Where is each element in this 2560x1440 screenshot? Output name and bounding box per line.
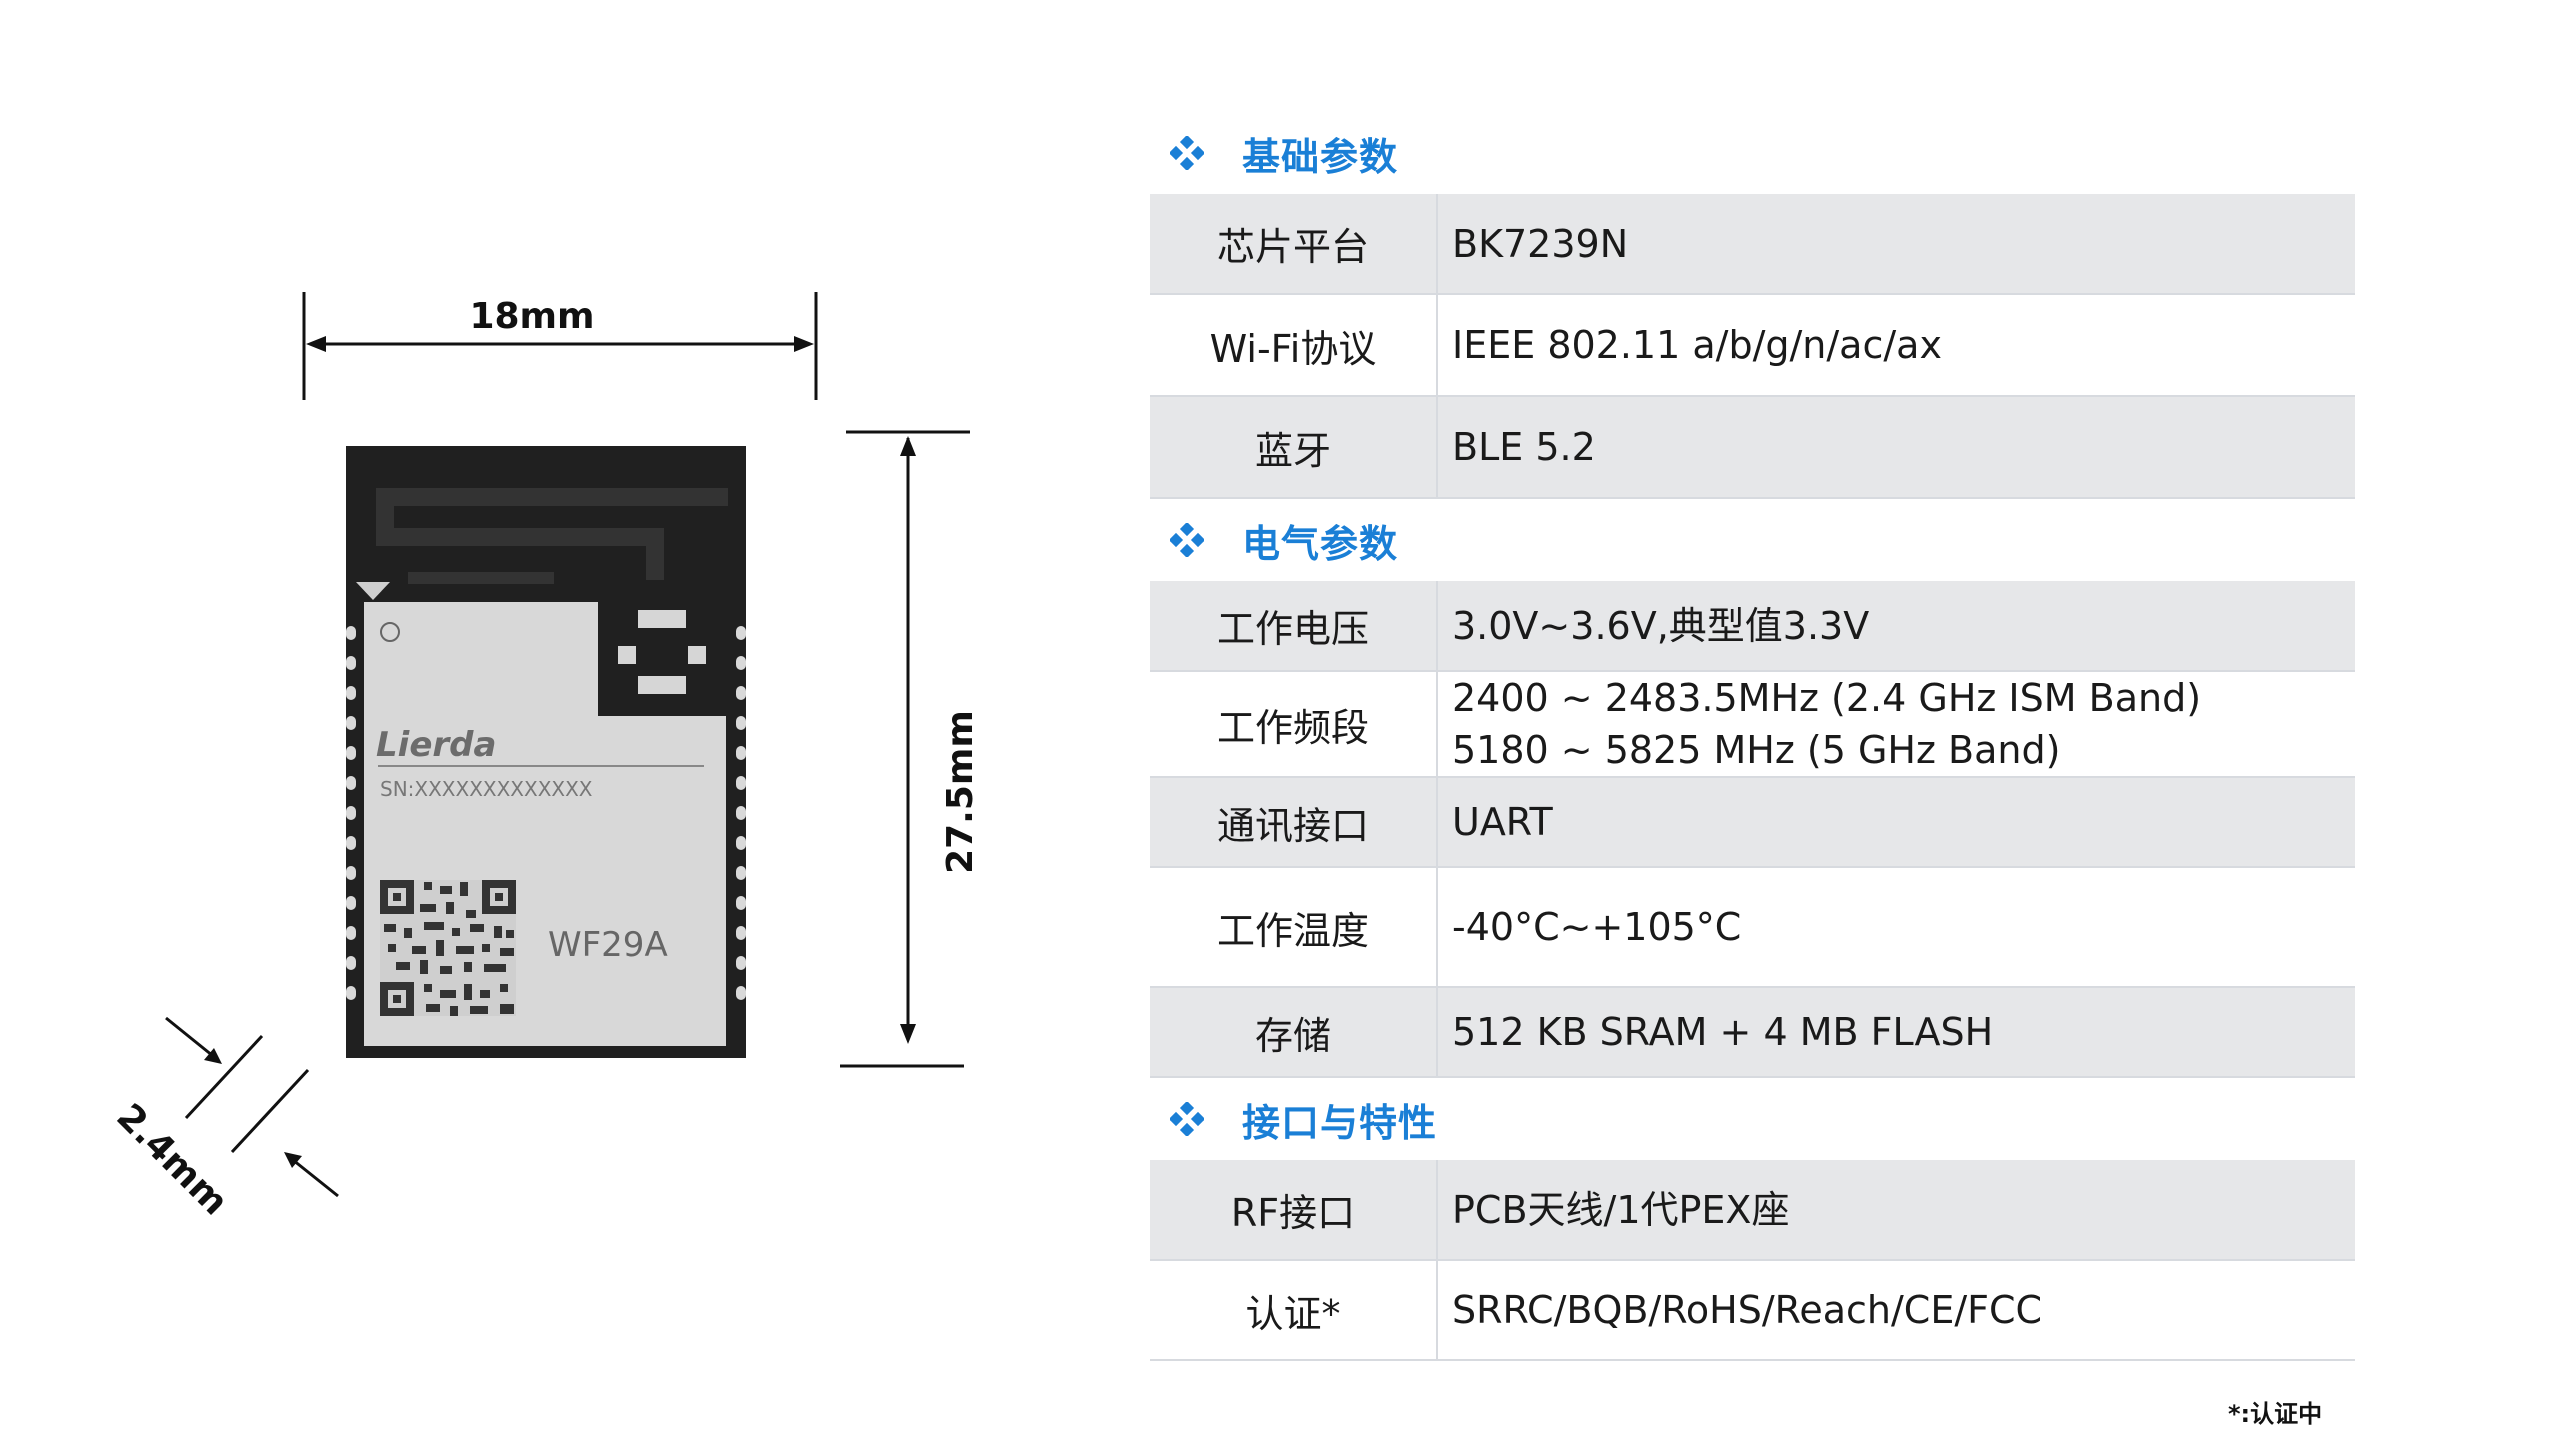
brand-logo: Lierda <box>376 725 496 765</box>
spec-value: UART <box>1437 777 2355 868</box>
spec-value: -40°C~+105°C <box>1437 867 2355 988</box>
section-header: 基础参数 <box>1150 112 2355 194</box>
spec-value-line: 5180 ~ 5825 MHz (5 GHz Band) <box>1452 728 2061 772</box>
spec-value-line: BK7239N <box>1452 221 1629 266</box>
module-drawing: 18mm 27.5mm 2.4mm <box>109 292 981 1223</box>
spec-table: RF接口 PCB天线/1代PEX座认证* SRRC/BQB/RoHS/Reach/C… <box>1150 1160 2355 1361</box>
spec-key: 通讯接口 <box>1150 777 1438 868</box>
qr-code <box>380 880 516 1016</box>
height-label: 27.5mm <box>940 710 981 874</box>
spec-value: BLE 5.2 <box>1437 396 2355 499</box>
thickness-label: 2.4mm <box>109 1096 236 1223</box>
spec-key: 存储 <box>1150 987 1438 1078</box>
spec-key: 工作频段 <box>1150 671 1438 778</box>
spec-value-line: SRRC/BQB/RoHS/Reach/CE/FCC <box>1452 1288 2043 1332</box>
spec-key: Wi-Fi协议 <box>1150 294 1438 397</box>
spec-key: 工作电压 <box>1150 581 1438 672</box>
spec-value: IEEE 802.11 a/b/g/n/ac/ax <box>1437 294 2355 397</box>
section-title: 接口与特性 <box>1242 1100 1438 1145</box>
spec-row: 工作电压 3.0V~3.6V,典型值3.3V <box>1150 581 2355 672</box>
section-title: 基础参数 <box>1242 134 1399 179</box>
spec-value: 512 KB SRAM + 4 MB FLASH <box>1437 987 2355 1078</box>
spec-row: 存储 512 KB SRAM + 4 MB FLASH <box>1150 987 2355 1078</box>
diamond-bullet-icon <box>1170 136 1204 170</box>
antenna-trace <box>376 488 728 584</box>
spec-value-line: PCB天线/1代PEX座 <box>1452 1187 1790 1232</box>
spec-value: PCB天线/1代PEX座 <box>1437 1160 2355 1261</box>
spec-value: 2400 ~ 2483.5MHz (2.4 GHz ISM Band) 5180 … <box>1437 671 2355 778</box>
test-pads <box>618 610 706 694</box>
spec-value-line: BLE 5.2 <box>1452 425 1596 469</box>
diamond-bullet-icon <box>1170 1102 1204 1136</box>
spec-key: 认证* <box>1150 1260 1438 1361</box>
spec-table: 芯片平台 BK7239N Wi-Fi协议 IEEE 802.11 a/b/g/n/ac… <box>1150 194 2355 499</box>
spec-value-line: 2400 ~ 2483.5MHz (2.4 GHz ISM Band) <box>1452 676 2202 720</box>
module: Lierda SN:XXXXXXXXXXXXX W <box>346 446 746 1058</box>
spec-row: 工作温度 -40°C~+105°C <box>1150 867 2355 988</box>
model-label: WF29A <box>548 925 668 965</box>
spec-value: 3.0V~3.6V,典型值3.3V <box>1437 581 2355 672</box>
spec-value-line: 3.0V~3.6V,典型值3.3V <box>1452 603 1870 648</box>
section-header: 电气参数 <box>1150 499 2355 581</box>
width-dimension: 18mm <box>302 292 818 400</box>
spec-panel: 基础参数芯片平台 BK7239N Wi-Fi协议 IEEE 802.11 a/b/g/… <box>1150 112 2355 1361</box>
spec-row: 蓝牙 BLE 5.2 <box>1150 396 2355 499</box>
spec-key: 芯片平台 <box>1150 194 1438 295</box>
spec-value-line: 512 KB SRAM + 4 MB FLASH <box>1452 1010 1994 1054</box>
spec-row: RF接口 PCB天线/1代PEX座 <box>1150 1160 2355 1261</box>
module-pads <box>346 626 746 1000</box>
spec-value: BK7239N <box>1437 194 2355 295</box>
spec-row: 认证* SRRC/BQB/RoHS/Reach/CE/FCC <box>1150 1260 2355 1361</box>
thickness-dimension: 2.4mm <box>109 1016 339 1223</box>
spec-row: Wi-Fi协议 IEEE 802.11 a/b/g/n/ac/ax <box>1150 294 2355 397</box>
width-label: 18mm <box>469 296 594 337</box>
spec-row: 芯片平台 BK7239N <box>1150 194 2355 295</box>
spec-key: 蓝牙 <box>1150 396 1438 499</box>
pin1-marker <box>356 582 390 600</box>
spec-row: 工作频段 2400 ~ 2483.5MHz (2.4 GHz ISM Band) 5… <box>1150 671 2355 778</box>
spec-key: 工作温度 <box>1150 867 1438 988</box>
spec-key: RF接口 <box>1150 1160 1438 1261</box>
section-title: 电气参数 <box>1242 521 1399 566</box>
serial-number: SN:XXXXXXXXXXXXX <box>380 777 593 801</box>
height-dimension: 27.5mm <box>840 430 981 1068</box>
spec-row: 通讯接口 UART <box>1150 777 2355 868</box>
spec-value: SRRC/BQB/RoHS/Reach/CE/FCC <box>1437 1260 2355 1361</box>
section-header: 接口与特性 <box>1150 1078 2355 1160</box>
diamond-bullet-icon <box>1170 523 1204 557</box>
spec-value-line: UART <box>1452 800 1553 844</box>
footnote: *:认证中 <box>2228 1400 2323 1428</box>
spec-value-line: IEEE 802.11 a/b/g/n/ac/ax <box>1452 323 1942 367</box>
spec-value-line: -40°C~+105°C <box>1452 905 1742 949</box>
